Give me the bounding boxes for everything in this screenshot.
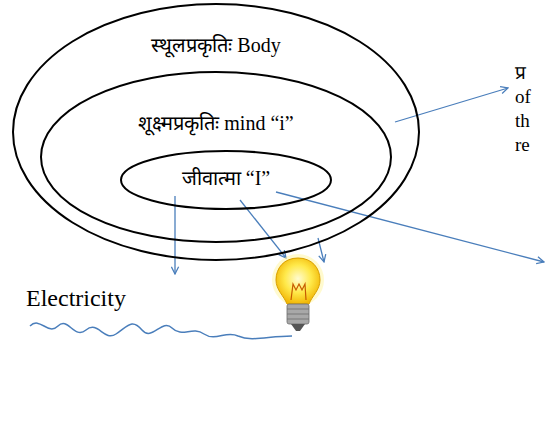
ellipse-outline [121, 151, 331, 209]
bulb-glass [276, 258, 320, 304]
note-text: of [515, 86, 531, 109]
bulb-thread [287, 309, 309, 319]
note-text: re [515, 134, 530, 157]
ellipse-region: स्थूलप्रकृतिः Body शूक्ष्मप्रकृतिः mind “… [12, 3, 420, 261]
region-label: जीवात्मा “I” [120, 166, 332, 190]
light-bulb [272, 254, 324, 331]
bulb-tip [291, 324, 305, 331]
bulb-halo [272, 254, 324, 306]
caption-label: Electricity [26, 284, 126, 313]
ellipse-region: शूक्ष्मप्रकृतिः mind “i” जीवात्मा “I” [40, 71, 392, 243]
region-label: स्थूलप्रकृतिः Body [12, 33, 420, 57]
ellipse-outline [41, 72, 391, 242]
leader-arrow [395, 88, 508, 122]
note-text: th [515, 110, 530, 133]
region-label: शूक्ष्मप्रकृतिः mind “i” [40, 111, 392, 135]
ellipse-outline [40, 71, 392, 243]
bulb-filament [291, 284, 306, 300]
ellipse-region: जीवात्मा “I” [120, 150, 332, 210]
leader-arrow [174, 196, 175, 274]
ellipse-outline [13, 4, 419, 260]
note-text: प्र [515, 62, 526, 85]
bulb-base [287, 304, 309, 324]
wire [30, 323, 292, 339]
